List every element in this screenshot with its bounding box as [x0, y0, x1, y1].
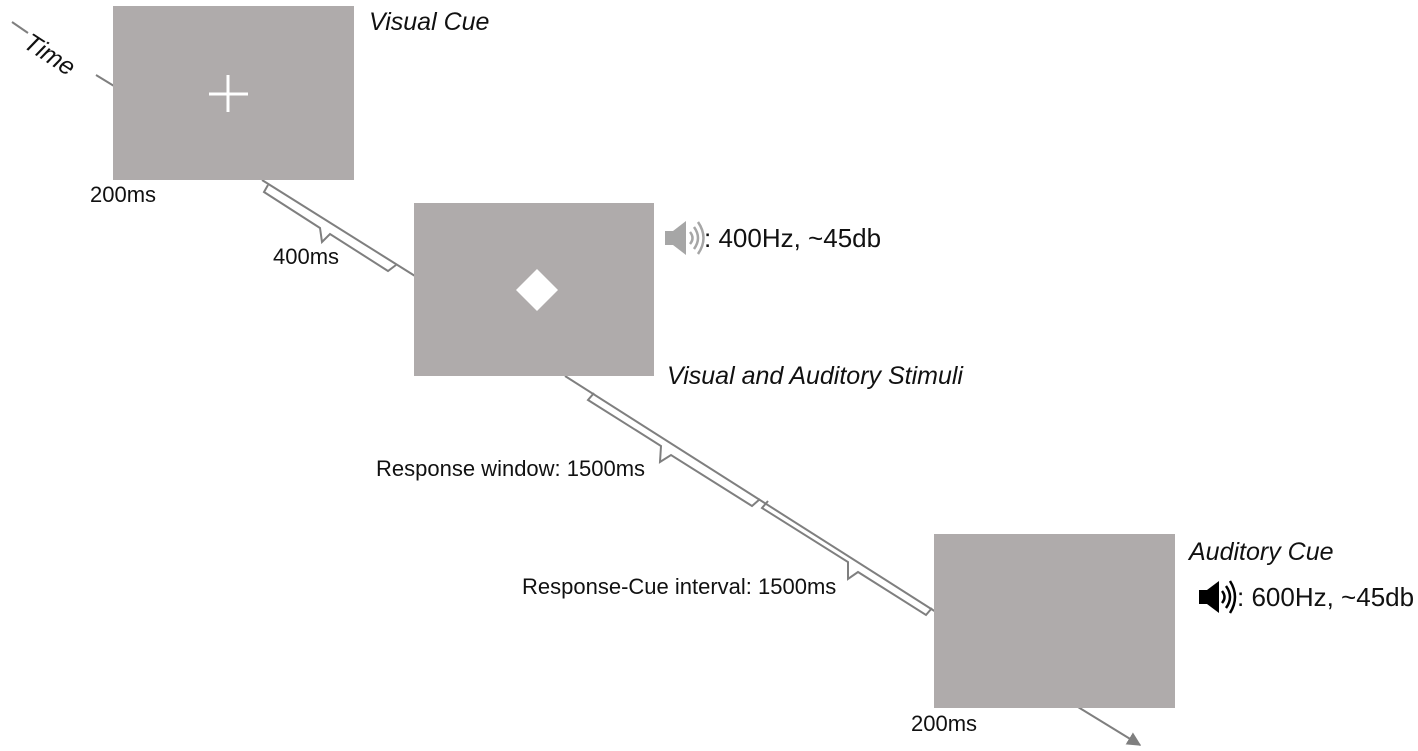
brace-response-window	[586, 392, 761, 508]
plus-icon	[209, 75, 248, 112]
auditory-cue-title: Auditory Cue	[1189, 538, 1334, 566]
diamond-icon	[516, 269, 558, 311]
auditory-cue-screen	[934, 534, 1175, 708]
time-axis-arrow	[1077, 706, 1142, 746]
stimuli-title: Visual and Auditory Stimuli	[667, 362, 963, 390]
auditory-cue-sound-text: : 600Hz, ~45db	[1237, 582, 1415, 612]
brace-response-cue-interval	[760, 500, 933, 617]
response-cue-interval-label: Response-Cue interval: 1500ms	[522, 574, 837, 599]
speaker-icon	[665, 221, 705, 255]
time-axis-segment-2	[261, 179, 416, 277]
response-window-label: Response window: 1500ms	[376, 456, 646, 481]
speaker-icon	[1199, 580, 1237, 614]
brace-400ms	[262, 184, 397, 273]
visual-cue-title: Visual Cue	[369, 8, 490, 36]
stimulus-sound-text: : 400Hz, ~45db	[704, 223, 882, 253]
gap-400ms-label: 400ms	[273, 244, 340, 269]
time-axis-segment-start	[11, 21, 29, 34]
visual-cue-duration: 200ms	[90, 182, 157, 207]
time-axis-segment-3	[564, 375, 937, 613]
auditory-cue-duration: 200ms	[911, 711, 978, 736]
time-axis-segment-1	[95, 74, 115, 87]
